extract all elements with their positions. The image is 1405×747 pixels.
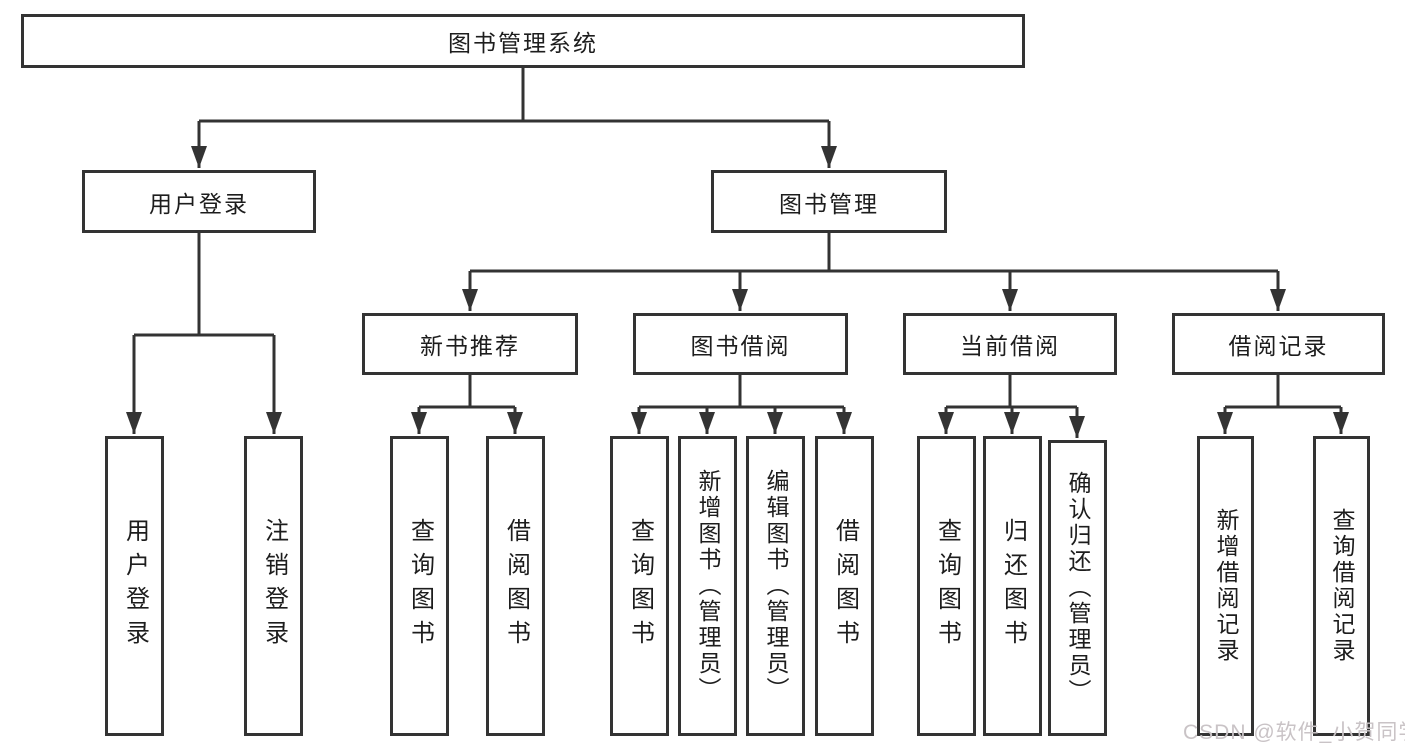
leaf-add-books-admin: 新增图书（管理员）	[678, 436, 737, 736]
node-label: 新书推荐	[420, 333, 520, 359]
leaf-add-borrow-record: 新增借阅记录	[1197, 436, 1254, 736]
leaf-label: 借阅图书	[831, 518, 859, 654]
connector-current-trunk	[946, 375, 1077, 409]
leaf-query-books: 查询图书	[917, 436, 976, 736]
node-label: 图书借阅	[690, 333, 791, 359]
leaf-return-books: 归还图书	[983, 436, 1042, 736]
leaf-edit-books-admin: 编辑图书（管理员）	[746, 436, 805, 736]
connector-rec-trunk	[419, 375, 515, 409]
node-library-management-system: 图书管理系统	[21, 14, 1025, 68]
leaf-label: 查询图书	[626, 518, 654, 654]
leaf-query-books: 查询图书	[390, 436, 449, 736]
leaf-label: 用户登录	[121, 518, 149, 654]
leaf-label: 归还图书	[999, 518, 1027, 654]
leaf-label: 新增图书（管理员）	[695, 469, 721, 703]
leaf-label: 编辑图书（管理员）	[763, 469, 789, 703]
leaf-label: 查询图书	[406, 518, 434, 654]
node-user-login-group: 用户登录	[82, 170, 316, 233]
leaf-label: 借阅图书	[502, 518, 530, 654]
leaf-label: 查询图书	[933, 518, 961, 654]
node-label: 用户登录	[149, 190, 249, 217]
connector-borrow-trunk	[639, 375, 844, 409]
leaf-label: 新增借阅记录	[1213, 508, 1239, 664]
node-book-management: 图书管理	[711, 170, 947, 233]
connector-mgmt-trunk	[470, 233, 1278, 273]
leaf-label: 查询借阅记录	[1329, 508, 1355, 664]
connector-login-trunk	[134, 233, 274, 337]
leaf-borrow-books: 借阅图书	[815, 436, 874, 736]
connector-records-trunk	[1225, 375, 1341, 409]
node-borrowing-records: 借阅记录	[1172, 313, 1385, 375]
connector-root-trunk	[199, 68, 829, 123]
leaf-query-books: 查询图书	[610, 436, 669, 736]
leaf-confirm-return-admin: 确认归还（管理员）	[1048, 440, 1107, 736]
leaf-borrow-books: 借阅图书	[486, 436, 545, 736]
node-label: 图书管理系统	[448, 30, 598, 56]
node-label: 当前借阅	[960, 333, 1060, 359]
leaf-label: 确认归还（管理员）	[1065, 471, 1091, 705]
node-book-borrowing: 图书借阅	[633, 313, 848, 375]
csdn-watermark: CSDN @软件_小贺同学	[1183, 721, 1405, 744]
leaf-logout: 注销登录	[244, 436, 303, 736]
leaf-user-login: 用户登录	[105, 436, 164, 736]
node-label: 借阅记录	[1228, 333, 1329, 359]
leaf-query-borrow-record: 查询借阅记录	[1313, 436, 1370, 736]
node-new-book-recommendation: 新书推荐	[362, 313, 578, 375]
node-label: 图书管理	[779, 190, 879, 217]
node-current-borrowing: 当前借阅	[903, 313, 1117, 375]
leaf-label: 注销登录	[260, 518, 288, 654]
